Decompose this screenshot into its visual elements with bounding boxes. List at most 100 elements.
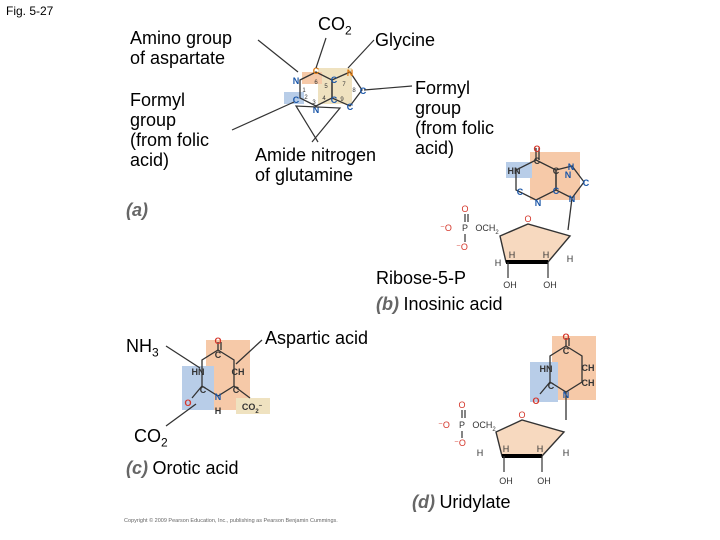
aspartic-acid-label: Aspartic acid xyxy=(265,328,369,348)
uridylate-blue-highlight xyxy=(530,362,558,402)
purine-atom: C xyxy=(313,66,320,76)
inosinic-acid-label: Inosinic acid xyxy=(403,294,503,314)
co2-label-a: CO2 xyxy=(318,14,352,38)
uridylate-ribose-oh: OH xyxy=(537,476,551,486)
inosinic-atom: C xyxy=(583,178,590,188)
uridylate-ribose-h: H xyxy=(537,444,544,454)
inosinic-phosphate-p: P xyxy=(462,223,468,233)
figure-label: Fig. 5-27 xyxy=(6,4,54,18)
highlights xyxy=(182,68,596,414)
orotic-atom: N xyxy=(215,392,222,402)
purine-atom: N xyxy=(293,76,300,86)
uridylate-phosphate-p: P xyxy=(459,420,465,430)
purine-number: 7 xyxy=(342,82,346,88)
inosinic-orange-highlight xyxy=(530,152,580,200)
inosinic-acid-structure: O HN C N C N C N C C N O ⁻O P OCH2 ⁻O xyxy=(440,144,590,290)
purine-number: 3 xyxy=(312,100,316,106)
orotic-atom: O xyxy=(214,336,221,346)
panel-a-connector-lines xyxy=(231,37,413,143)
inosinic-atom: C xyxy=(553,166,560,176)
uridylate-ribose-h: H xyxy=(503,444,510,454)
purine-number: 1 xyxy=(302,88,306,94)
orotic-orange-highlight xyxy=(206,340,250,410)
formyl-left-label: Formyl group (from folic acid) xyxy=(130,90,210,170)
connector-glycine xyxy=(347,39,375,69)
uridylate-ch2: OCH2 xyxy=(472,420,496,433)
purine-number: 9 xyxy=(340,97,344,103)
amide-nitrogen-label: Amide nitrogen of glutamine xyxy=(255,145,377,185)
purine-number: 5 xyxy=(324,84,328,90)
inosinic-atom: O xyxy=(533,144,540,154)
inosinic-ribose-h: H xyxy=(509,250,516,260)
purine-number: 4 xyxy=(322,96,326,102)
uridylate-atom: O xyxy=(562,332,569,342)
purine-atom: N xyxy=(347,68,354,78)
inosinic-atom: C xyxy=(553,186,560,196)
purine-ring xyxy=(299,71,363,107)
uridylate-atom: CH xyxy=(582,378,595,388)
purine-atom: C xyxy=(331,75,338,85)
uridylate-phosphate-o-minus: ⁻O xyxy=(438,420,450,430)
inosinic-ribose-h: H xyxy=(567,254,574,264)
copyright-notice: Copyright © 2009 Pearson Education, Inc.… xyxy=(124,518,338,524)
orotic-atom: C xyxy=(200,385,207,395)
uridylate-phosphate-o-bottom: ⁻O xyxy=(454,438,466,448)
panel-c-caption: (c) Orotic acid xyxy=(126,458,238,479)
purine-atoms: N C N C C C N C C xyxy=(293,66,367,115)
uridylate-atom: O xyxy=(532,396,539,406)
connector-formyl-right xyxy=(363,85,413,91)
uridylate-orange-highlight xyxy=(552,336,596,400)
ribose-5-p-label: Ribose-5-P xyxy=(376,268,467,288)
uridylate-ribose-h: H xyxy=(563,448,570,458)
uridylate-phosphate-o-top: O xyxy=(458,400,465,410)
purine-atom: C xyxy=(331,95,338,105)
inosinic-atom: N xyxy=(535,198,542,208)
purine-atom: C xyxy=(360,86,367,96)
glycine-label: Glycine xyxy=(375,30,436,50)
inosinic-ribose-h: H xyxy=(543,250,550,260)
purine-atom: N xyxy=(313,105,320,115)
uridylate-structure: O C HN CH CH C N O O ⁻O P OCH2 ⁻O O H H … xyxy=(438,332,594,486)
panel-a-letter: (a) xyxy=(126,200,148,220)
orotic-atom: CH xyxy=(232,367,245,377)
inosinic-ribose-oh: OH xyxy=(543,280,557,290)
connector-formyl-left xyxy=(231,101,295,131)
nh3-label: NH3 xyxy=(126,336,159,360)
inosinic-atom: N xyxy=(565,170,572,180)
uridylate-ribose-oh: OH xyxy=(499,476,513,486)
inosinic-phosphate-o-bottom: ⁻O xyxy=(456,242,468,252)
purine-number: 2 xyxy=(304,95,308,101)
purine-numbers: 1 2 3 4 5 6 7 8 9 xyxy=(302,80,356,106)
uridylate-atom: N xyxy=(563,390,570,400)
formyl-right-label: Formyl group (from folic acid) xyxy=(415,78,495,158)
uridylate-atom: HN xyxy=(540,364,553,374)
inosinic-atom: N xyxy=(568,162,575,172)
uridylate-ribose-h: H xyxy=(477,448,484,458)
uridylate-ribose-o: O xyxy=(518,410,525,420)
inosinic-atom: C xyxy=(517,187,524,197)
purine-number: 8 xyxy=(352,88,356,94)
panel-b-caption: (b) Inosinic acid xyxy=(376,294,503,315)
inosinic-atom: N xyxy=(569,194,576,204)
uridylate-atom: C xyxy=(563,346,570,356)
inosinic-ch2: OCH2 xyxy=(475,223,499,236)
orotic-atom: H xyxy=(215,406,222,416)
amino-group-label: Amino group of aspartate xyxy=(130,28,233,68)
uridylate-atom: CH xyxy=(582,363,595,373)
orotic-atom: HN xyxy=(192,367,205,377)
orotic-atom: C xyxy=(215,350,222,360)
panel-d-letter: (d) xyxy=(412,492,435,512)
inosinic-blue-highlight xyxy=(506,162,532,178)
orotic-acid-structure: O C HN CH C N C O H CO2– xyxy=(165,336,263,427)
orotic-atom: C xyxy=(233,385,240,395)
purine-formyl-highlight xyxy=(284,92,304,104)
orotic-acid-label: Orotic acid xyxy=(152,458,239,478)
uridylate-ribose-ring xyxy=(495,419,566,457)
purine-atom: C xyxy=(347,102,354,112)
inosinic-ribose-ring xyxy=(499,223,572,263)
purine-atom: C xyxy=(293,95,300,105)
orotic-blue-highlight xyxy=(182,366,214,410)
orotic-atom: O xyxy=(184,398,191,408)
co2-label-c: CO2 xyxy=(134,426,168,450)
orotic-carboxyl: CO2– xyxy=(242,402,263,415)
